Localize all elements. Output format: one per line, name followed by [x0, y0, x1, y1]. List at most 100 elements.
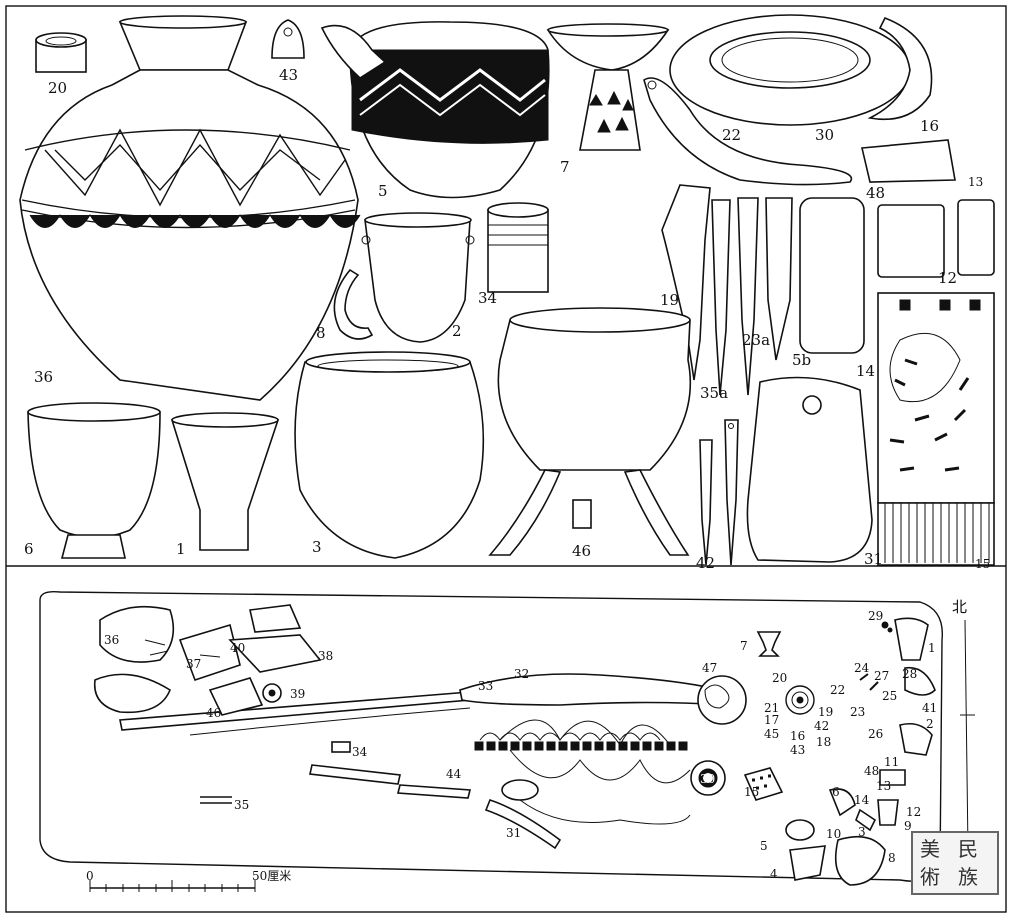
plan-label-4: 4: [770, 867, 778, 881]
plan-label-48: 48: [864, 764, 879, 778]
label-43: 43: [279, 66, 298, 84]
artifact-3-large-jar: [294, 351, 485, 559]
label-46: 46: [572, 542, 591, 560]
plan-label-10: 10: [826, 827, 841, 841]
seal-stamp: 民 族 美 術: [911, 831, 999, 895]
north-label: 北: [952, 598, 967, 616]
plan-label-36: 36: [104, 633, 119, 647]
plan-label-27: 27: [874, 669, 889, 683]
label-5: 5: [378, 182, 388, 200]
vertebrae-row: [474, 741, 688, 751]
plan-label-44: 44: [446, 767, 462, 781]
plan-label-14: 14: [854, 793, 870, 807]
plan-label-24: 24: [854, 661, 870, 675]
label-13: 13: [968, 175, 983, 189]
artifact-30-stone-ring: [669, 14, 911, 126]
plan-label-12: 12: [906, 805, 921, 819]
north-arrow: [960, 619, 975, 851]
stamp-char-3: 美: [920, 837, 940, 861]
label-19: 19: [660, 291, 679, 309]
artifact-8-bone-hook: [333, 268, 374, 340]
plan-label-32: 32: [514, 667, 529, 681]
plan-label-1: 1: [928, 641, 936, 655]
plan-label-45: 45: [764, 727, 779, 741]
artifact-2-lugged-jar: [361, 212, 475, 343]
skeleton-remains: [119, 673, 747, 850]
plan-label-46: 46: [206, 706, 221, 720]
plan-label-39: 39: [290, 687, 305, 701]
label-20: 20: [48, 79, 67, 97]
plan-label-7: 7: [740, 639, 748, 653]
plan-label-22: 22: [830, 683, 845, 697]
artifact-22-bone-spatula: [643, 77, 853, 186]
stamp-char-1: 民: [958, 837, 978, 861]
label-16: 16: [920, 117, 939, 135]
plan-label-20: 20: [772, 671, 787, 685]
stamp-char-4: 術: [920, 865, 940, 889]
artifact-46-tripod: [488, 307, 692, 556]
scale-end-label: 50厘米: [252, 869, 291, 883]
label-30: 30: [815, 126, 834, 144]
plan-label-30: 30: [700, 772, 715, 786]
artifact-42-bone-needles: [699, 419, 739, 566]
plan-label-40: 40: [230, 641, 245, 655]
plan-label-37: 37: [186, 657, 201, 671]
plan-label-8: 8: [888, 851, 896, 865]
plan-label-19: 19: [818, 705, 833, 719]
label-31: 31: [864, 550, 883, 568]
label-12: 12: [938, 269, 957, 287]
plan-label-9: 9: [904, 819, 912, 833]
plan-label-26: 26: [868, 727, 883, 741]
artifact-15-carved-comb: [877, 292, 995, 566]
plan-label-18: 18: [816, 735, 831, 749]
artifact-20-small-cup: [35, 32, 87, 73]
plan-label-5: 5: [760, 839, 768, 853]
label-2: 2: [452, 322, 462, 340]
artifact-34-cylinder: [487, 202, 549, 293]
artifact-36-painted-jar: [19, 15, 361, 401]
plan-label-2: 2: [926, 717, 934, 731]
label-22: 22: [722, 126, 741, 144]
scale-bar: [89, 880, 256, 892]
artifact-6-ringfoot-bowl: [27, 402, 161, 559]
plan-label-13: 13: [876, 779, 891, 793]
plan-artifacts-east: [200, 617, 936, 886]
plan-label-43: 43: [790, 743, 805, 757]
artifact-31-perforated-axe: [746, 376, 873, 563]
artifact-1-tall-cup: [170, 412, 280, 551]
plan-label-23: 23: [850, 705, 865, 719]
plan-label-3: 3: [858, 825, 866, 839]
artifact-7-stemmed-cup: [546, 23, 670, 151]
plan-label-41: 41: [922, 701, 937, 715]
pottery-cluster-west: [93, 604, 322, 716]
label-6: 6: [24, 540, 34, 558]
artifact-43-pendant: [271, 19, 305, 59]
plan-label-21: 21: [764, 701, 779, 715]
plan-label-15: 15: [744, 785, 759, 799]
plan-label-6: 6: [832, 785, 840, 799]
plan-label-47: 47: [702, 661, 717, 675]
label-36: 36: [34, 368, 53, 386]
outer-frame: [5, 5, 1007, 913]
label-48: 48: [866, 184, 885, 202]
label-15: 15: [975, 557, 990, 571]
plan-label-34: 34: [352, 745, 368, 759]
label-42: 42: [696, 554, 715, 572]
plan-label-42: 42: [814, 719, 829, 733]
plan-label-25: 25: [882, 689, 897, 703]
stamp-char-2: 族: [958, 865, 978, 889]
plan-label-28: 28: [902, 667, 917, 681]
label-1: 1: [176, 540, 186, 558]
plan-label-17: 17: [764, 713, 779, 727]
artifact-5-spouted-pot: [320, 21, 550, 199]
label-35a: 35a: [700, 384, 728, 402]
artifact-16-crescent: [867, 16, 933, 121]
plan-label-31: 31: [506, 826, 521, 840]
label-7: 7: [560, 158, 570, 176]
label-3: 3: [312, 538, 322, 556]
artifact-5b-14-stone-adze: [799, 197, 865, 354]
artifact-19-bone-awl: [661, 184, 711, 381]
plan-label-35: 35: [234, 798, 249, 812]
artifact-48-stone-chip: [861, 139, 956, 183]
